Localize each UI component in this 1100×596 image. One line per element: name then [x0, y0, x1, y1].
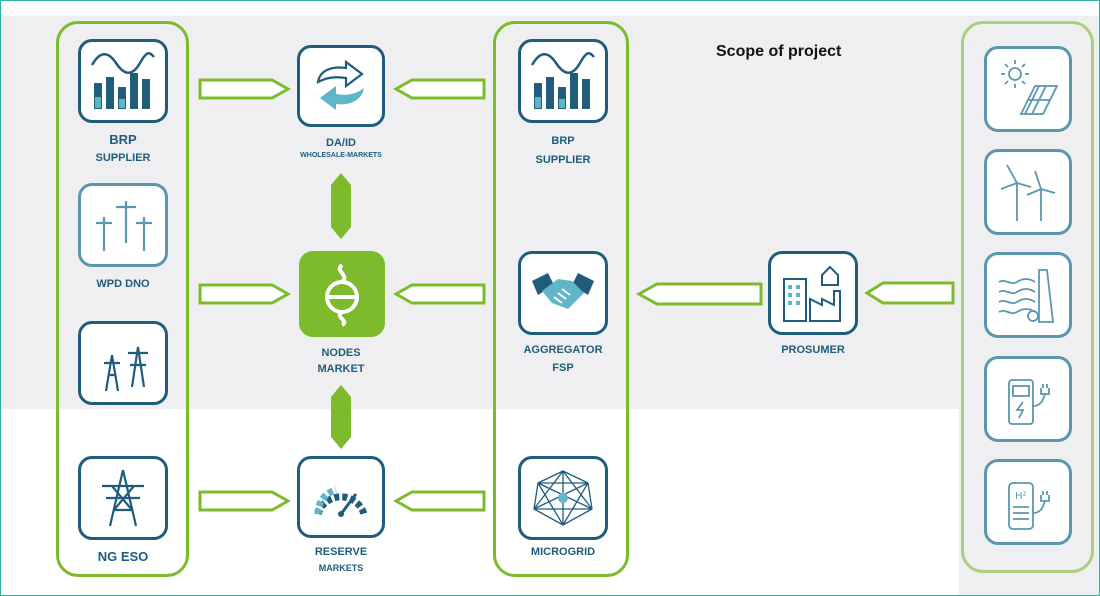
nodes-label: NODES: [321, 347, 361, 359]
pylon-icon: [102, 469, 144, 527]
prosumer-node: [768, 251, 858, 335]
solar-resource-node: [984, 46, 1072, 132]
arrow-microgrid-to-reserve: [392, 490, 486, 512]
fsp-label: FSP: [552, 362, 574, 374]
scope-title: Scope of project: [716, 43, 842, 60]
exchange-arrows-icon: [316, 59, 364, 110]
hydro-resource-node: [984, 252, 1072, 338]
ev-charger-icon: [1008, 379, 1050, 425]
transmission-towers-icon: [104, 346, 148, 392]
ev-resource-node: [984, 356, 1072, 442]
arrow-prosumer-to-aggregator: [635, 282, 763, 306]
reserve-markets-node: [297, 456, 385, 538]
wind-turbine-icon: [1000, 164, 1056, 221]
arrow-dno-to-nodes: [198, 283, 292, 305]
hydrogen-icon: H²: [1008, 482, 1050, 530]
distribution-poles-icon: [96, 201, 152, 251]
arrow-eso-to-reserve: [198, 490, 292, 512]
supplier-label-middle: SUPPLIER: [535, 154, 591, 166]
aggregator-node: [518, 251, 608, 335]
mesh-network-icon: [533, 470, 593, 526]
prosumer-buildings-icon: [783, 265, 841, 322]
markets-label: MARKETS: [318, 563, 364, 573]
microgrid-node: [518, 456, 608, 540]
brp-label-left: BRP: [109, 132, 137, 147]
vertical-arrow-daid-nodes: [331, 173, 351, 239]
left-actor-group: [56, 21, 189, 577]
resources-group: [961, 21, 1094, 573]
ng-eso-label: NG ESO: [97, 549, 149, 564]
daid-label: DA/ID: [326, 137, 356, 149]
reserve-label: RESERVE: [314, 546, 368, 558]
brp-supplier-node-left: [78, 39, 168, 123]
arrow-supplier-to-daid: [392, 78, 486, 100]
nodes-logo-icon: [325, 263, 359, 327]
vertical-arrow-nodes-reserve: [331, 385, 351, 449]
wpd-dno-label: WPD DNO: [96, 278, 150, 290]
supplier-label-left: SUPPLIER: [95, 152, 151, 164]
transmission-node: [78, 321, 168, 405]
nodes-market-node: [299, 251, 385, 337]
daid-node: [297, 45, 385, 127]
arrow-aggregator-to-nodes: [392, 283, 486, 305]
aggregator-label: AGGREGATOR: [523, 344, 603, 356]
handshake-icon: [532, 273, 594, 309]
wind-resource-node: [984, 149, 1072, 235]
brp-supplier-node-middle: [518, 39, 608, 123]
bar-chart-wave-icon: [530, 52, 595, 109]
arrow-brp-to-daid: [198, 78, 292, 100]
wpd-dno-node: [78, 183, 168, 267]
arrow-resources-to-prosumer: [864, 281, 955, 305]
wholesale-markets-label: WHOLESALE-MARKETS: [300, 152, 382, 159]
hydrogen-resource-node: H²: [984, 459, 1072, 545]
middle-actor-group: [493, 21, 629, 577]
bar-chart-wave-icon: [90, 52, 155, 109]
hydro-dam-icon: [998, 269, 1055, 323]
ng-eso-node: [78, 456, 168, 540]
market-label: MARKET: [317, 363, 365, 375]
brp-label-middle: BRP: [551, 135, 575, 147]
prosumer-label: PROSUMER: [781, 344, 845, 356]
microgrid-label: MICROGRID: [530, 546, 596, 558]
solar-panel-icon: [1001, 60, 1059, 115]
gauge-icon: [314, 486, 368, 517]
svg-text:H²: H²: [1015, 491, 1027, 502]
